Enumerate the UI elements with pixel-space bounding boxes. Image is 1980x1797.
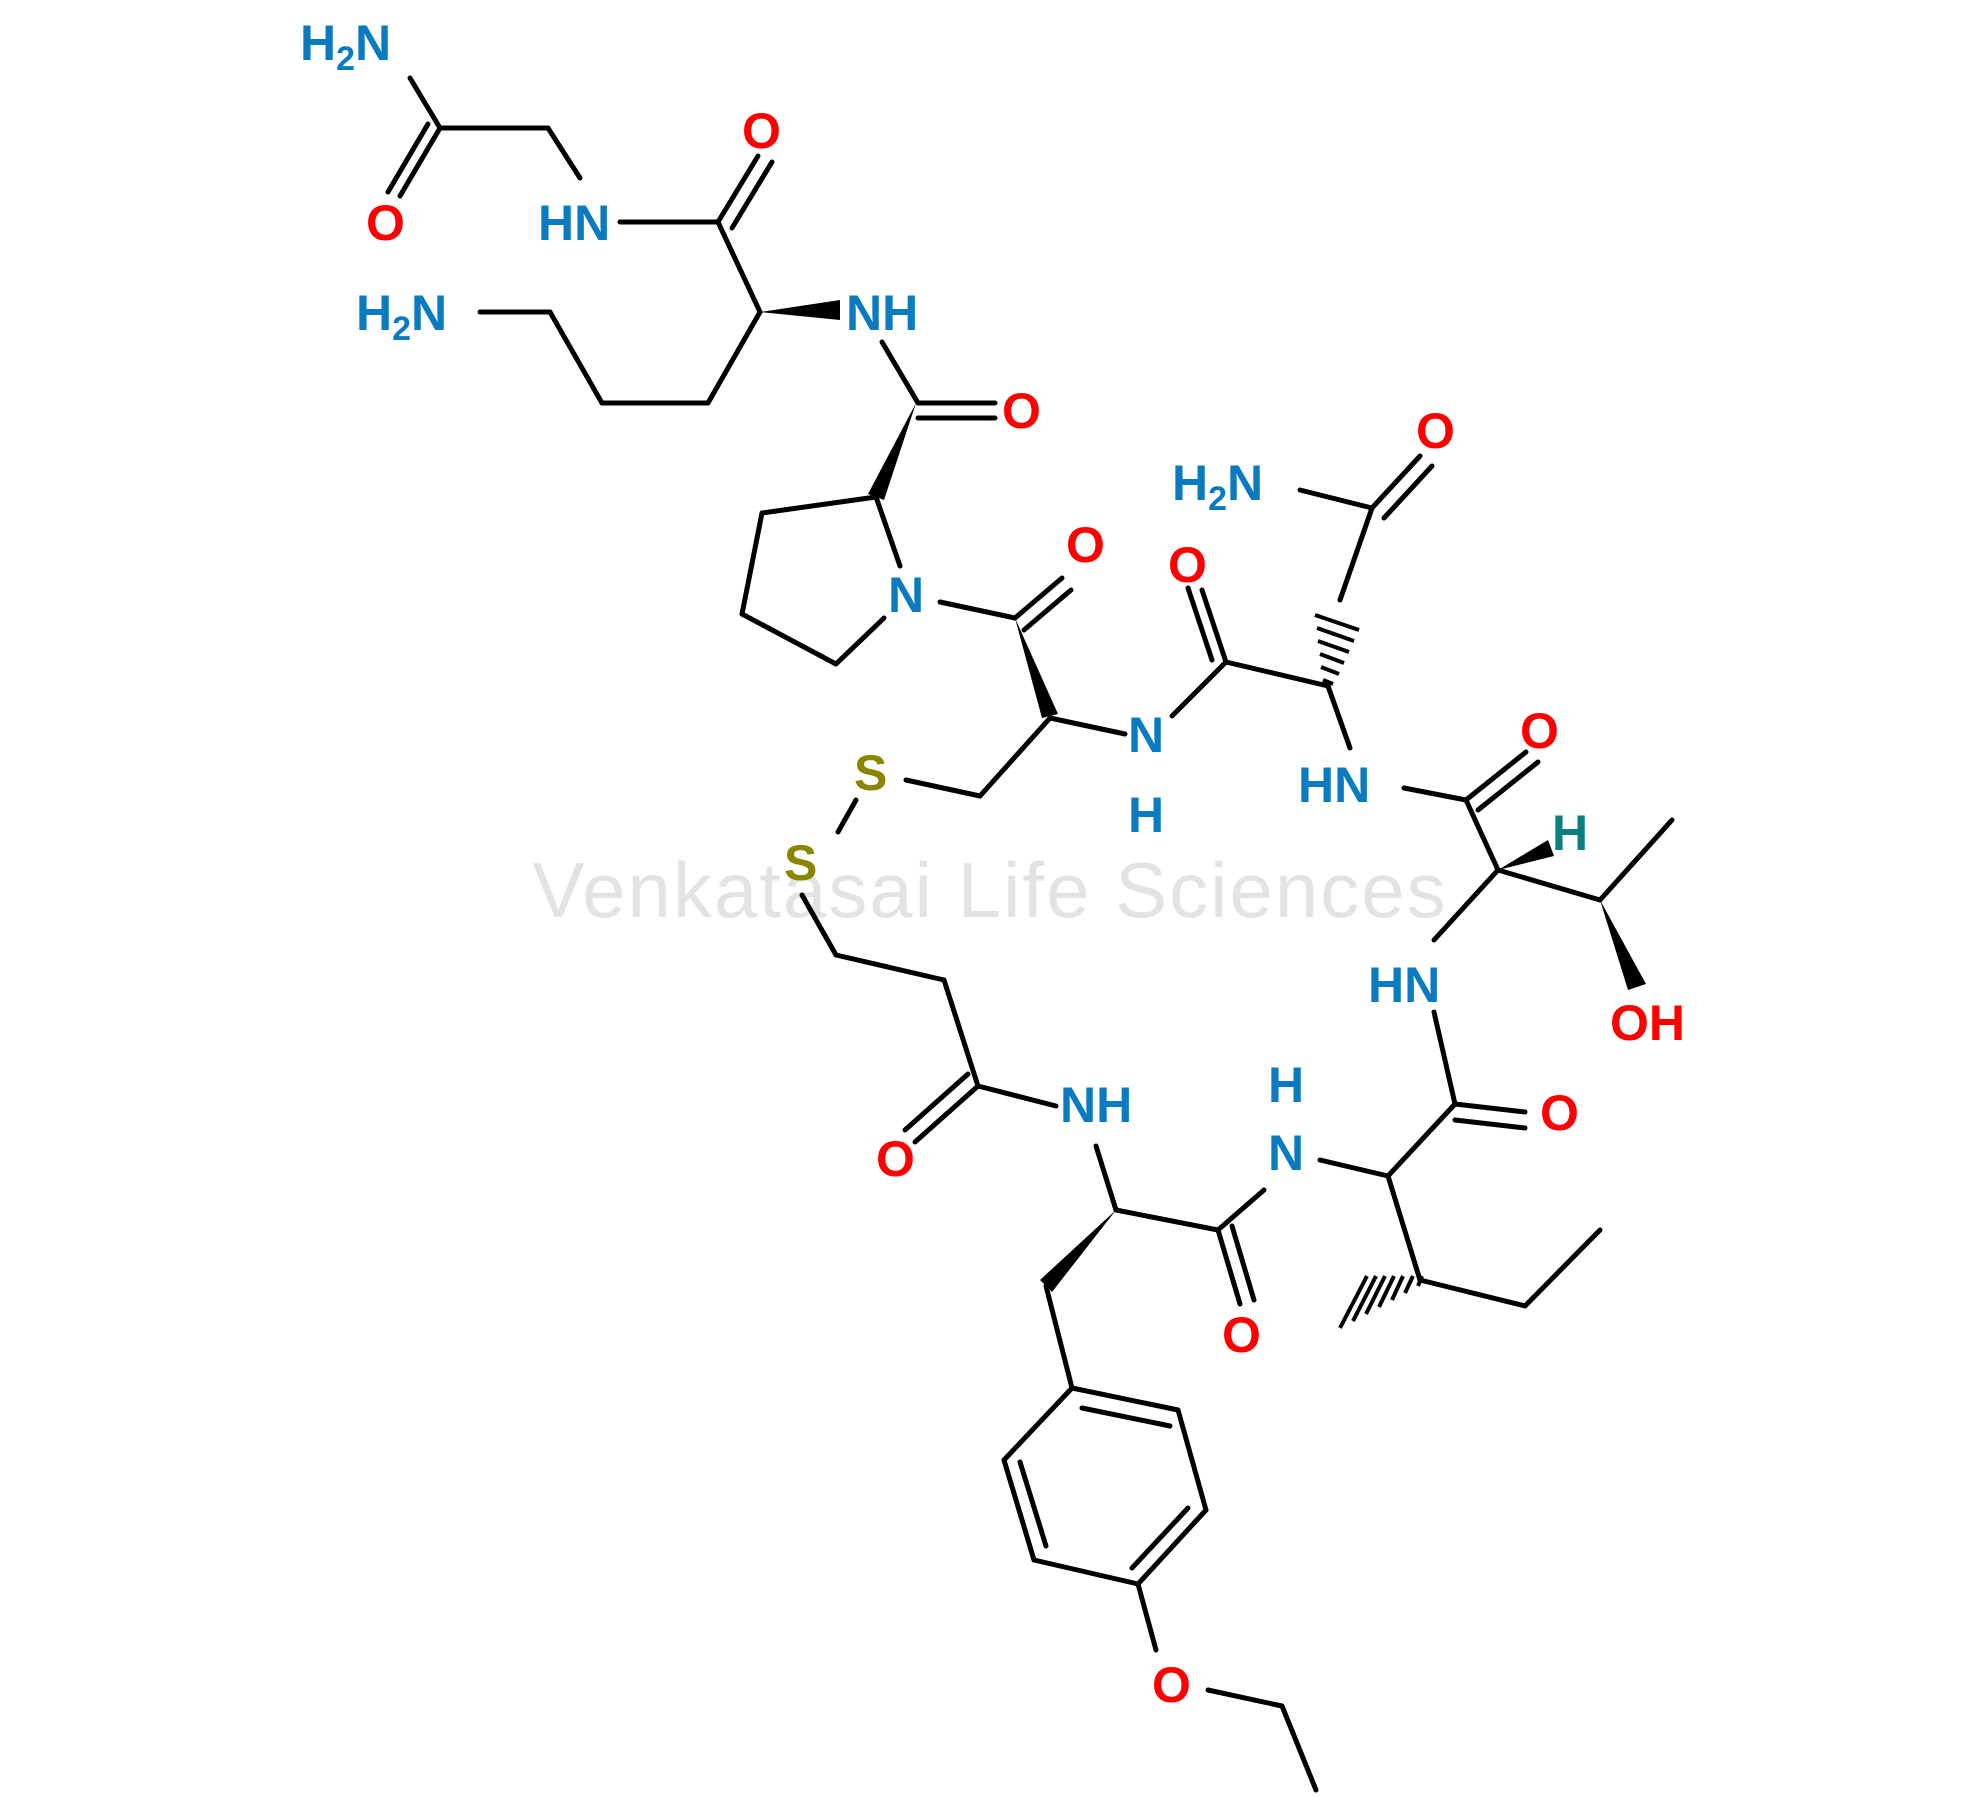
label-nh-tyr: NH [1060, 1077, 1132, 1133]
label-nh-orn: NH [846, 285, 918, 341]
label-o-ether: O [1152, 1657, 1191, 1713]
label-o-pro: O [1002, 383, 1041, 439]
label-o-ile: O [1540, 1085, 1579, 1141]
label-nh2-asn: H2N [1172, 455, 1263, 518]
label-nh-cys: N [1128, 707, 1164, 763]
label-o-orn: O [742, 103, 781, 159]
label-oh-thr: OH [1610, 995, 1685, 1051]
label-h-cys: H [1128, 787, 1164, 843]
label-n-ile: N [1268, 1125, 1304, 1181]
label-nh2-orn: H2N [356, 285, 447, 348]
label-s1: S [854, 745, 887, 801]
label-o-gln: O [1168, 537, 1207, 593]
label-nh2-gly: H2N [300, 15, 391, 78]
bonds [385, 75, 1675, 1793]
label-hn-thr: HN [1368, 957, 1440, 1013]
label-s2: S [784, 835, 817, 891]
label-h-thr: H [1552, 805, 1588, 861]
label-o-asn-side: O [1416, 403, 1455, 459]
label-hn-gly: HN [538, 195, 610, 251]
label-o-tyr: O [1222, 1307, 1261, 1363]
hashed-bond-asn [1314, 613, 1360, 686]
atom-labels: H2N O HN O H2N NH O N O N H S S H2N O O … [300, 15, 1685, 1713]
watermark: Venkatasai Life Sciences [532, 846, 1448, 934]
label-hn-asn: HN [1298, 757, 1370, 813]
hashed-bond-ile [1338, 1275, 1424, 1329]
label-o-asn: O [1520, 703, 1559, 759]
label-o-mpa: O [876, 1131, 915, 1187]
label-o-cys: O [1066, 517, 1105, 573]
label-n-pro: N [888, 567, 924, 623]
label-o-gly: O [366, 195, 405, 251]
label-h-ile: H [1268, 1057, 1304, 1113]
